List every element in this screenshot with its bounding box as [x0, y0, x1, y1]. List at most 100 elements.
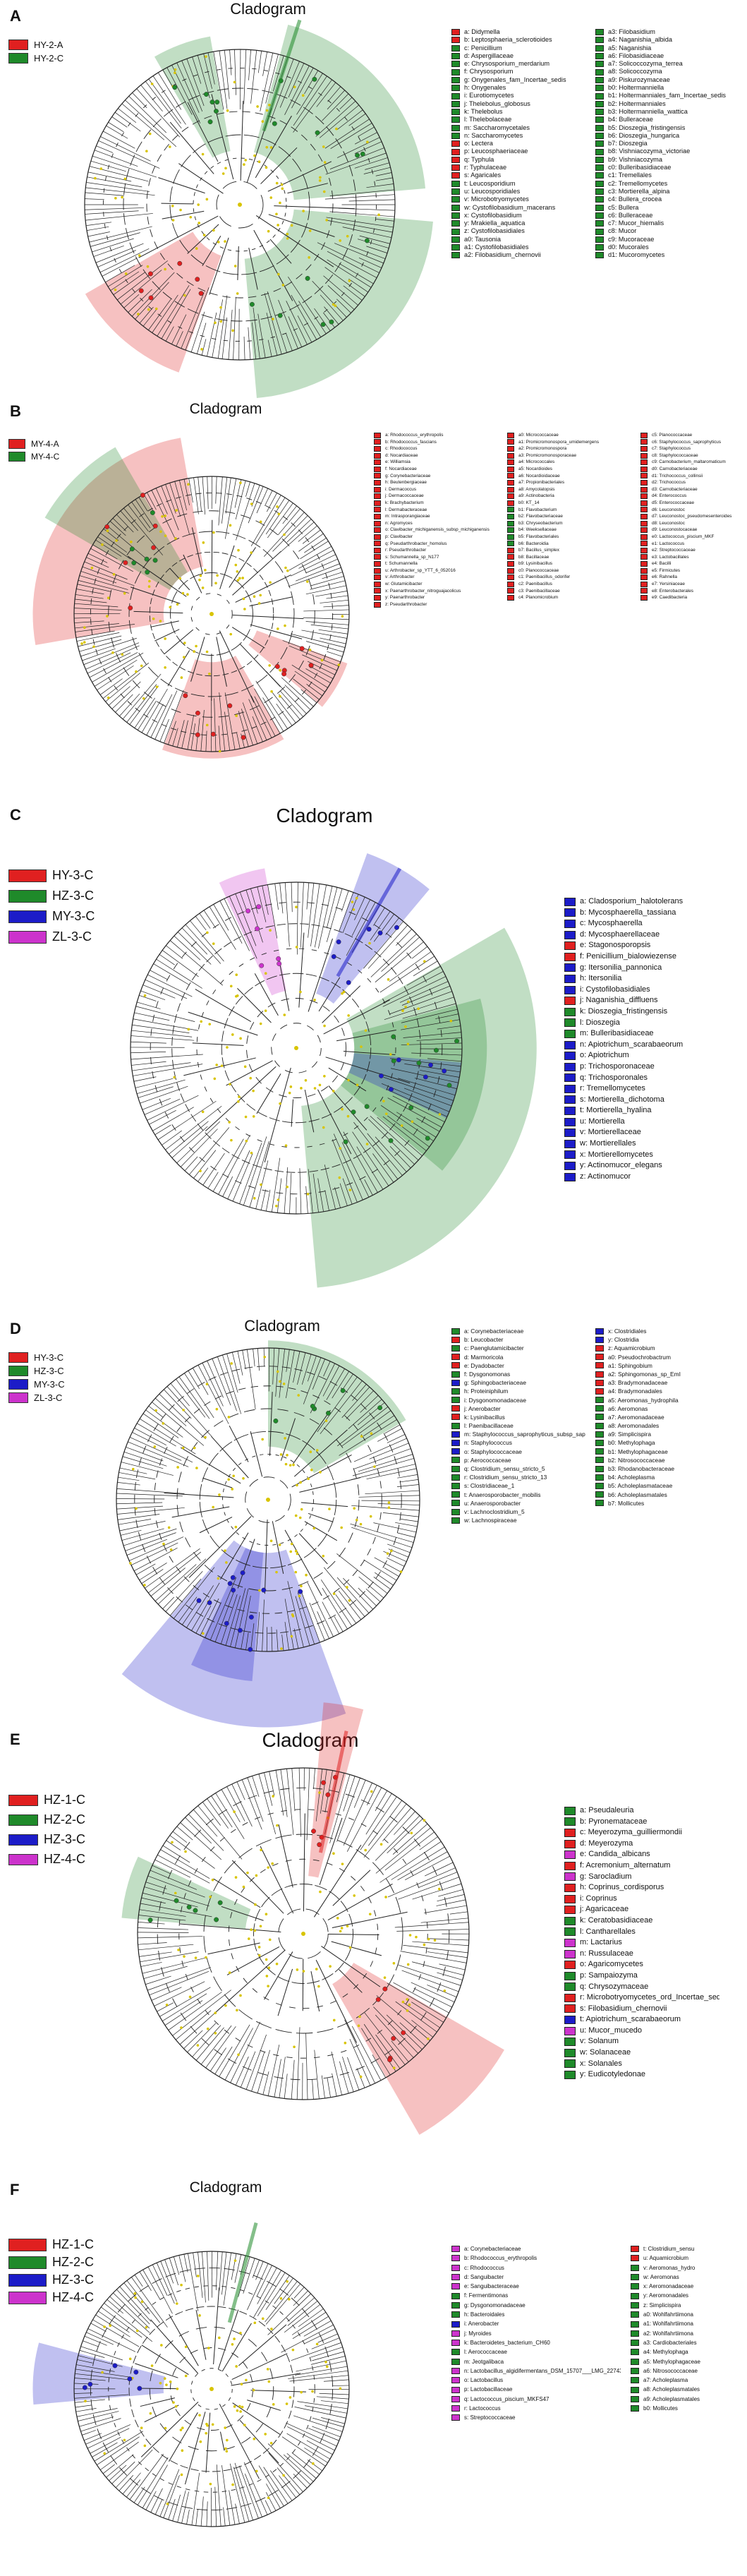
taxa-swatch: [507, 568, 514, 574]
tree-leaf-branch: [236, 2057, 248, 2086]
taxa-name: h: Coprinus_cordisporus: [580, 1882, 664, 1894]
tree-leaf-branch: [339, 2062, 348, 2093]
taxa-legend-item: m: Bulleribasidiaceae: [564, 1028, 719, 1040]
tree-node: [319, 1471, 322, 1474]
tree-leaf-branch: [123, 674, 161, 719]
tree-node: [121, 653, 123, 656]
taxa-name: b8: Vishniacozyma_victoriae: [608, 148, 690, 155]
taxa-swatch: [451, 212, 460, 219]
tree-leaf-branch: [109, 687, 130, 706]
tree-node: [206, 198, 209, 201]
tree-node: [276, 505, 279, 508]
tree-node: [406, 2009, 409, 2012]
tree-leaf-branch: [412, 946, 427, 958]
taxa-legend-item: u: Leucosporidiales: [451, 188, 585, 195]
taxa-swatch: [451, 29, 460, 35]
taxa-name: c: Meyerozyma_guilliermondii: [580, 1827, 682, 1838]
clade-highlight: [308, 1702, 363, 1877]
tree-node: [197, 2044, 200, 2047]
taxa-swatch: [451, 2302, 460, 2309]
biomarker-node: [387, 2057, 391, 2062]
tree-leaf-branch: [313, 1769, 315, 1789]
cladogram-tree: [81, 833, 511, 1263]
tree-leaf-branch: [376, 1828, 431, 1874]
taxa-swatch: [451, 2396, 460, 2402]
taxa-name: a: Pseudaleuria: [580, 1805, 633, 1817]
tree-node: [222, 172, 225, 175]
taxa-swatch: [451, 2359, 460, 2365]
tree-node: [281, 187, 284, 190]
taxa-legend-item: j: Thelebolus_globosus: [451, 100, 585, 108]
tree-leaf-branch: [405, 1856, 450, 1880]
tree-root: [209, 2387, 214, 2391]
taxa-legend-item: b0: Methylophaga: [595, 1438, 729, 1447]
tree-node: [411, 1120, 414, 1123]
taxa-legend-item: a5: Nocardioides: [507, 466, 631, 473]
taxa-swatch: [631, 2340, 639, 2346]
tree-leaf-branch: [76, 2408, 97, 2412]
tree-leaf-branch: [311, 625, 348, 629]
biomarker-node: [346, 980, 351, 985]
tree-leaf-branch: [143, 1414, 178, 1438]
taxa-legend-item: j: Naganishia_diffluens: [564, 995, 719, 1006]
taxa-legend-item: a1: Wohlfahrtiimona: [631, 2319, 722, 2328]
taxa-name: e8: Enterobacterales: [652, 588, 693, 595]
tree-leaf-branch: [201, 2026, 231, 2064]
tree-leaf-branch: [87, 653, 130, 673]
taxa-name: a0: Wohlfahrtiimona: [643, 2310, 693, 2319]
taxa-legend-item: a1: Promicromonospora_umidemergens: [507, 439, 631, 446]
taxa-name: v: Lachnoclostridium_5: [464, 1507, 525, 1516]
taxa-legend-item: d1: Trichococcus_collinsii: [640, 473, 747, 480]
tree-leaf-branch: [312, 2079, 314, 2099]
tree-node: [313, 999, 316, 1001]
taxa-swatch: [564, 1994, 576, 2002]
taxa-name: b9: Vishniacozyma: [608, 156, 662, 164]
tree-leaf-branch: [266, 1190, 270, 1211]
clade-highlight: [33, 2342, 166, 2405]
tree-node: [219, 306, 222, 309]
tree-node: [254, 1930, 257, 1932]
tree-node: [176, 1466, 179, 1469]
tree-node: [142, 697, 145, 700]
tree-node: [369, 1913, 372, 1915]
taxa-name: r: Typhulaceae: [464, 164, 506, 171]
tree-leaf-branch: [281, 1769, 287, 1817]
biomarker-node: [249, 1615, 253, 1619]
tree-inner-branch: [308, 1513, 333, 1522]
taxa-swatch: [595, 1448, 604, 1455]
taxa-swatch: [640, 467, 648, 472]
taxa-swatch: [507, 582, 514, 587]
biomarker-node: [130, 547, 134, 551]
tree-leaf-branch: [308, 2428, 339, 2440]
taxa-name: d: Meyerozyma: [580, 1838, 633, 1850]
taxa-swatch: [564, 1862, 576, 1870]
taxa-name: a7: Solicoccozyma_terrea: [608, 60, 683, 68]
tree-inner-branch: [222, 2323, 251, 2371]
tree-leaf-branch: [235, 2463, 253, 2520]
taxa-legend-item: a9: Piskurozymaceae: [595, 76, 729, 84]
taxa-legend-item: j: Agaricaceae: [564, 1904, 719, 1915]
tree-node: [206, 724, 209, 727]
taxa-swatch: [564, 1085, 576, 1093]
tree-node: [250, 1928, 253, 1931]
tree-node: [370, 1515, 372, 1518]
tree-inner-branch: [233, 615, 304, 619]
taxa-swatch: [595, 1345, 604, 1352]
tree-leaf-branch: [162, 950, 198, 977]
taxa-name: a6: Filobasidiaceae: [608, 52, 664, 60]
taxa-name: a: Corynebacteriaceae: [464, 2244, 521, 2253]
tree-leaf-branch: [225, 479, 236, 538]
tree-node: [254, 1903, 257, 1906]
taxa-swatch: [631, 2311, 639, 2318]
taxa-legend-item: c2: Paenibacillus: [507, 581, 631, 588]
tree-node: [427, 2038, 430, 2040]
tree-node: [346, 1586, 348, 1589]
biomarker-node: [140, 493, 145, 497]
tree-leaf-branch: [195, 916, 206, 930]
taxa-swatch: [564, 1840, 576, 1848]
tree-node: [370, 1790, 373, 1793]
tree-node: [169, 606, 171, 608]
tree-leaf-branch: [98, 2311, 129, 2333]
tree-leaf-branch: [146, 2491, 156, 2510]
tree-leaf-branch: [87, 227, 109, 230]
